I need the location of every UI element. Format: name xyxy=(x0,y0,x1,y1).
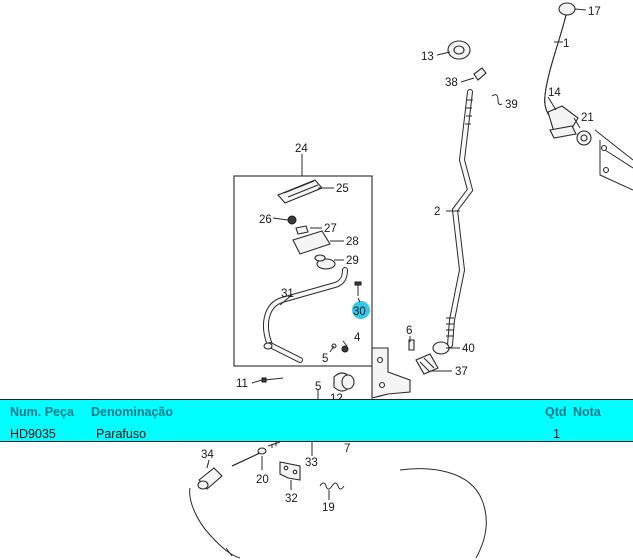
callout-34[interactable]: 34 xyxy=(201,449,214,461)
cell-description: Parafuso xyxy=(96,427,147,441)
lower-bracket xyxy=(261,339,415,400)
pedal-group-box xyxy=(233,175,373,367)
callout-4[interactable]: 4 xyxy=(354,332,361,344)
callout-37[interactable]: 37 xyxy=(455,366,468,378)
callout-21[interactable]: 21 xyxy=(581,112,594,124)
top-right-assembly xyxy=(447,2,633,191)
callout-24[interactable]: 24 xyxy=(295,143,308,155)
cell-part-number: HD9035 xyxy=(10,427,56,441)
header-description: Denominação xyxy=(91,405,173,419)
callout-labels: 17 1 13 38 39 14 21 2 24 25 26 27 28 29 … xyxy=(201,6,601,514)
callout-5[interactable]: 5 xyxy=(322,353,328,365)
callout-6[interactable]: 6 xyxy=(406,325,412,337)
shift-rod xyxy=(415,89,474,375)
callout-33[interactable]: 33 xyxy=(305,457,318,469)
header-note: Nota xyxy=(573,405,601,419)
header-quantity: Qtd xyxy=(545,405,567,419)
callout-28[interactable]: 28 xyxy=(346,236,359,248)
bottom-parts xyxy=(189,441,487,559)
callout-26[interactable]: 26 xyxy=(259,214,272,226)
callout-32[interactable]: 32 xyxy=(285,493,298,505)
header-part-number: Num. Peça xyxy=(10,405,74,419)
callout-14[interactable]: 14 xyxy=(548,87,561,99)
callout-27[interactable]: 27 xyxy=(324,223,337,235)
callout-38[interactable]: 38 xyxy=(445,77,458,89)
leader-lines xyxy=(206,8,587,500)
callout-31[interactable]: 31 xyxy=(281,288,294,300)
callout-5b[interactable]: 5 xyxy=(315,381,321,393)
callout-25[interactable]: 25 xyxy=(336,183,349,195)
callout-30[interactable]: 30 xyxy=(353,306,366,318)
callout-20[interactable]: 20 xyxy=(256,474,269,486)
callout-29[interactable]: 29 xyxy=(346,255,359,267)
callout-11[interactable]: 11 xyxy=(236,378,248,390)
callout-39[interactable]: 39 xyxy=(505,99,518,111)
callout-19[interactable]: 19 xyxy=(322,502,335,514)
callout-1[interactable]: 1 xyxy=(563,38,569,50)
callout-13[interactable]: 13 xyxy=(421,51,434,63)
callout-17[interactable]: 17 xyxy=(588,6,601,18)
part-info-table: Num. Peça Denominação Qtd Nota HD9035 Pa… xyxy=(0,399,633,442)
callout-7[interactable]: 7 xyxy=(344,443,350,455)
callout-2[interactable]: 2 xyxy=(434,206,440,218)
cell-quantity: 1 xyxy=(553,427,560,441)
callout-40[interactable]: 40 xyxy=(462,343,475,355)
